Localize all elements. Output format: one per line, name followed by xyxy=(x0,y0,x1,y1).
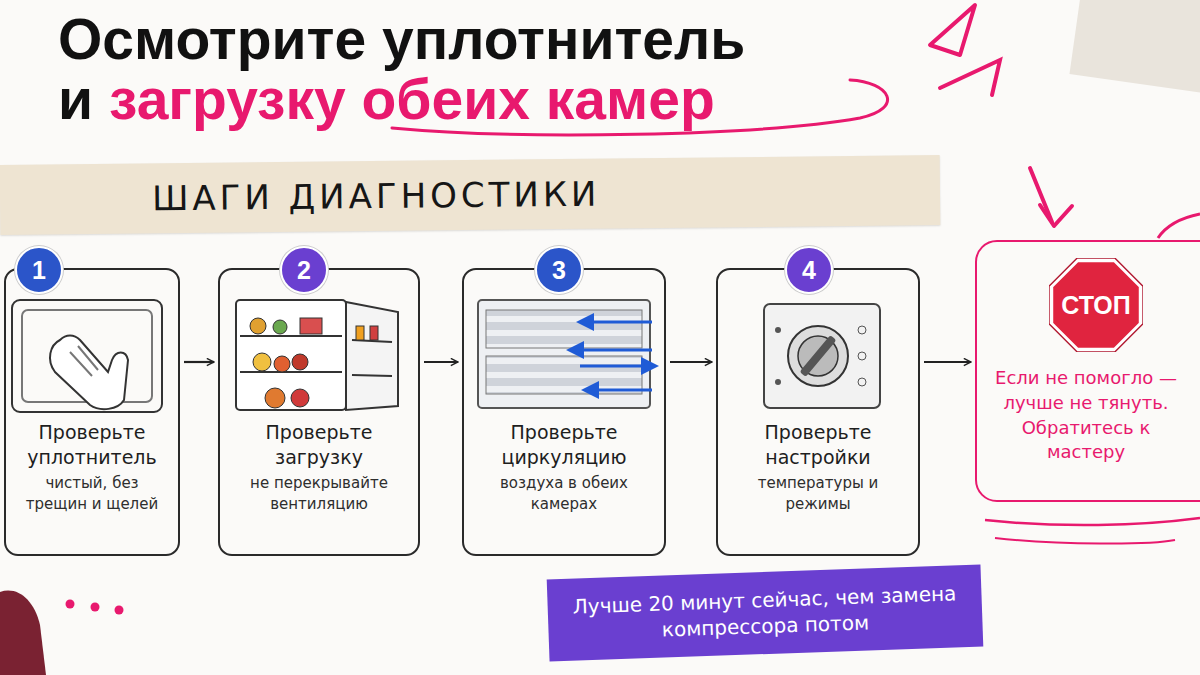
title-line: Осмотрите уплотнитель xyxy=(58,6,745,72)
accent-mark xyxy=(930,5,975,55)
vent-grille xyxy=(486,356,642,394)
step-note: температуры и режимы xyxy=(726,473,910,514)
food xyxy=(300,318,322,334)
stop-sign: СТОП xyxy=(1049,258,1143,352)
step-note: не перекрывайте вентиляцию xyxy=(228,473,410,514)
tip-text: Лучше 20 минут сейчас, чем замена компре… xyxy=(565,580,965,646)
flow-arrow xyxy=(424,361,458,363)
step-box: 2Проверьте загрузкуне перекрывайте венти… xyxy=(218,268,420,556)
title: Осмотрите уплотнитель xyxy=(58,7,745,71)
callout-number: 2 xyxy=(280,246,328,294)
airflow-arrow xyxy=(590,389,652,392)
fridge-door xyxy=(346,302,398,410)
dial-knob xyxy=(798,336,838,376)
stop-box: Если не помогло — лучше не тянуть. Обрат… xyxy=(975,240,1200,502)
food xyxy=(291,389,309,407)
step-note: чистый, без трещин и щелей xyxy=(14,473,170,514)
finger-lines xyxy=(70,346,98,376)
food xyxy=(265,388,285,408)
bottle xyxy=(370,326,378,340)
title-line: изагрузку обеих камер xyxy=(58,66,715,132)
food xyxy=(250,318,266,334)
accent-mark xyxy=(940,60,1000,95)
fridge-body xyxy=(236,300,346,410)
door-shelf xyxy=(352,375,392,376)
vent-grille xyxy=(486,310,642,348)
dial-grip xyxy=(800,335,837,377)
callout-number: 1 xyxy=(15,246,63,294)
vent-housing xyxy=(478,300,650,408)
food xyxy=(273,320,287,334)
stop-note: Если не помогло — лучше не тянуть. Обрат… xyxy=(989,366,1183,465)
accent-arrow xyxy=(1030,168,1052,222)
hand xyxy=(50,336,128,410)
stop-label: СТОП xyxy=(1061,291,1131,320)
tape-band: ШАГИ ДИАГНОСТИКИ xyxy=(0,155,940,235)
thermostat-illustration xyxy=(764,304,880,408)
door-seal-illustration xyxy=(12,300,162,412)
callout-number: 3 xyxy=(535,246,583,294)
indicator xyxy=(858,326,866,334)
tip-band: Лучше 20 минут сейчас, чем замена компре… xyxy=(547,564,984,661)
step-box: 3Проверьте циркуляциювоздуха в обеих кам… xyxy=(462,268,666,556)
title-part: и xyxy=(58,67,93,131)
food xyxy=(274,356,290,372)
step-heading: Проверьте уплотнитель xyxy=(14,420,170,469)
callout-number: 4 xyxy=(785,246,833,294)
step-note: воздуха в обеих камерах xyxy=(472,473,656,514)
fridge-illustration xyxy=(236,300,398,410)
shelf xyxy=(240,335,342,337)
section-heading: ШАГИ ДИАГНОСТИКИ xyxy=(152,174,601,219)
tape-strip xyxy=(1069,0,1200,95)
dot xyxy=(66,600,75,609)
flow-arrow xyxy=(184,361,214,363)
step-box: 1Проверьте уплотнительчистый, без трещин… xyxy=(4,268,180,556)
step-heading: Проверьте циркуляцию xyxy=(472,420,656,469)
food xyxy=(253,353,271,371)
step-box: 4Проверьте настройкитемпературы и режимы xyxy=(716,268,920,556)
octagon-outline xyxy=(1051,260,1141,350)
vent-illustration xyxy=(478,300,652,408)
dot xyxy=(115,606,124,615)
accent-arrow xyxy=(1040,205,1072,226)
airflow-arrow xyxy=(575,349,652,352)
flow-arrow xyxy=(924,361,971,363)
airflow-arrow xyxy=(585,321,652,324)
control-panel xyxy=(764,304,880,408)
title-part: загрузку обеих камер xyxy=(109,67,715,131)
step-heading: Проверьте настройки xyxy=(726,420,910,469)
person-shoulder xyxy=(0,591,46,675)
indicator xyxy=(858,352,866,360)
step-heading: Проверьте загрузку xyxy=(228,420,410,469)
flow-arrow xyxy=(670,361,712,363)
octagon-rim xyxy=(1049,258,1143,352)
accent-curve xyxy=(1158,214,1200,238)
indicator xyxy=(775,327,781,333)
accent-line xyxy=(995,538,1175,544)
dot xyxy=(91,603,100,612)
indicator xyxy=(775,379,781,385)
bottle xyxy=(356,326,364,340)
dial xyxy=(788,326,848,386)
indicator xyxy=(858,378,866,386)
food xyxy=(292,354,308,370)
shelf xyxy=(240,371,342,373)
door-frame xyxy=(12,300,162,412)
accent-line xyxy=(985,518,1200,525)
airflow-arrow xyxy=(580,365,650,368)
